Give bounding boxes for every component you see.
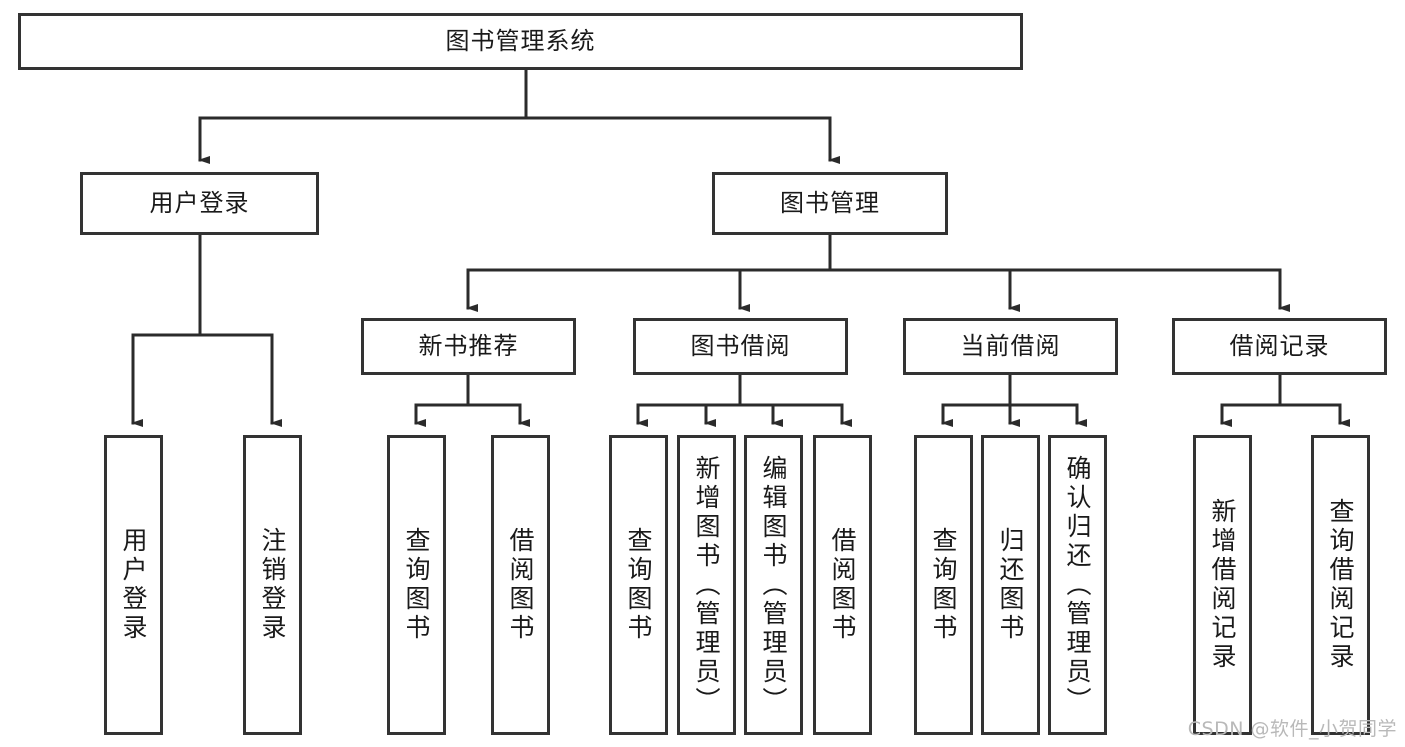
node-book-borrow-label: 图书借阅 [690, 332, 791, 361]
leaf-user-login-label: 用户登录 [119, 527, 148, 643]
leaf-borrow-book-borrow[interactable]: 借阅图书 [813, 435, 872, 735]
leaf-borrow-book-new[interactable]: 借阅图书 [491, 435, 550, 735]
node-root-label: 图书管理系统 [445, 27, 596, 56]
leaf-query-borrow-record-label: 查询借阅记录 [1326, 498, 1355, 672]
leaf-query-book-current[interactable]: 查询图书 [914, 435, 973, 735]
node-borrow-records[interactable]: 借阅记录 [1172, 318, 1387, 375]
node-borrow-records-label: 借阅记录 [1229, 332, 1330, 361]
node-new-book-recommend[interactable]: 新书推荐 [361, 318, 576, 375]
leaf-query-book-new[interactable]: 查询图书 [387, 435, 446, 735]
leaf-return-book-label: 归还图书 [996, 527, 1025, 643]
node-root[interactable]: 图书管理系统 [18, 13, 1023, 70]
leaf-borrow-book-borrow-label: 借阅图书 [828, 527, 857, 643]
leaf-edit-book-admin-label: 编辑图书（管理员） [759, 454, 788, 716]
leaf-add-book-admin-label: 新增图书（管理员） [692, 454, 721, 716]
node-book-borrow[interactable]: 图书借阅 [633, 318, 848, 375]
node-new-book-recommend-label: 新书推荐 [418, 332, 519, 361]
leaf-add-book-admin[interactable]: 新增图书（管理员） [677, 435, 736, 735]
node-user-login[interactable]: 用户登录 [80, 172, 319, 235]
leaf-return-book[interactable]: 归还图书 [981, 435, 1040, 735]
leaf-borrow-book-new-label: 借阅图书 [506, 527, 535, 643]
leaf-query-book-borrow-label: 查询图书 [624, 527, 653, 643]
node-user-login-label: 用户登录 [149, 189, 250, 218]
node-current-borrow-label: 当前借阅 [960, 332, 1061, 361]
leaf-user-logout[interactable]: 注销登录 [243, 435, 302, 735]
leaf-edit-book-admin[interactable]: 编辑图书（管理员） [744, 435, 803, 735]
node-current-borrow[interactable]: 当前借阅 [903, 318, 1118, 375]
leaf-add-borrow-record-label: 新增借阅记录 [1208, 498, 1237, 672]
leaf-add-borrow-record[interactable]: 新增借阅记录 [1193, 435, 1252, 735]
leaf-query-book-borrow[interactable]: 查询图书 [609, 435, 668, 735]
leaf-confirm-return-admin-label: 确认归还（管理员） [1063, 454, 1092, 716]
leaf-query-book-new-label: 查询图书 [402, 527, 431, 643]
leaf-query-book-current-label: 查询图书 [929, 527, 958, 643]
node-book-management[interactable]: 图书管理 [712, 172, 948, 235]
leaf-confirm-return-admin[interactable]: 确认归还（管理员） [1048, 435, 1107, 735]
leaf-user-login[interactable]: 用户登录 [104, 435, 163, 735]
leaf-user-logout-label: 注销登录 [258, 527, 287, 643]
watermark-text: CSDN @软件_小贺同学 [1187, 718, 1397, 740]
leaf-query-borrow-record[interactable]: 查询借阅记录 [1311, 435, 1370, 735]
node-book-management-label: 图书管理 [780, 189, 880, 218]
